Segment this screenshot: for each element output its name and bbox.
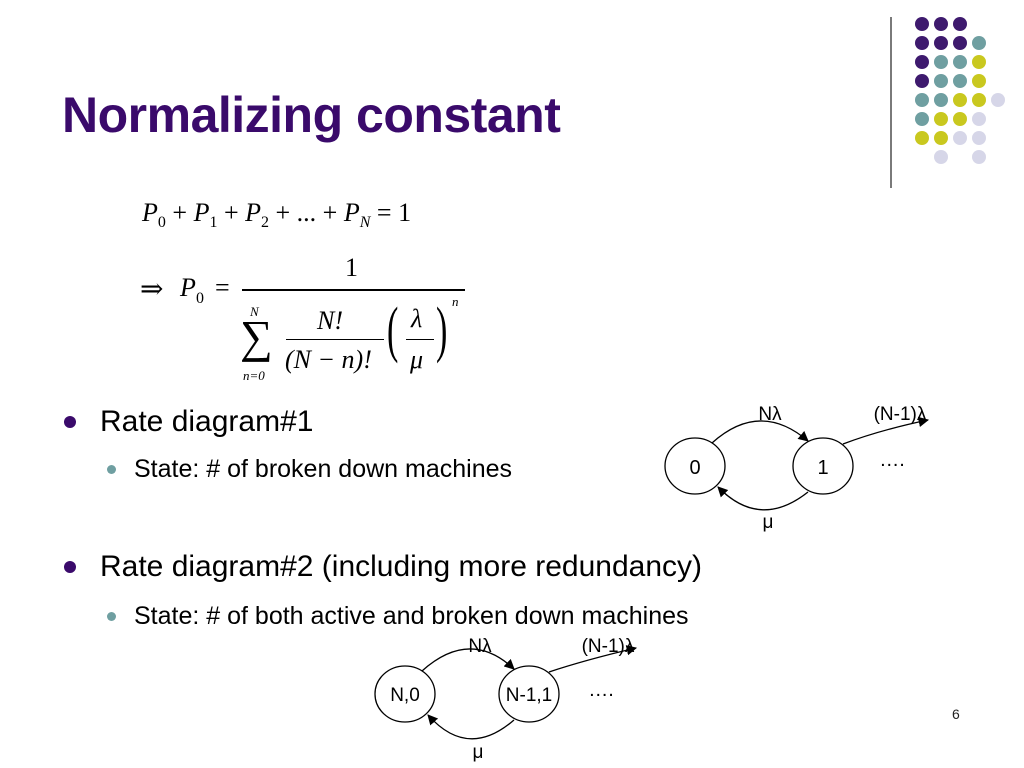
subbullet-state-broken: State: # of broken down machines bbox=[107, 455, 512, 484]
decor-dot bbox=[972, 112, 986, 126]
subbullet-marker bbox=[107, 465, 116, 474]
decor-dot bbox=[991, 93, 1005, 107]
decor-dot bbox=[953, 17, 967, 31]
decor-dot bbox=[972, 36, 986, 50]
p0-subscript: 0 bbox=[196, 290, 204, 307]
bullet-rate-diagram-1: Rate diagram#1 bbox=[64, 405, 313, 439]
decor-dot bbox=[934, 93, 948, 107]
decor-dot bbox=[934, 131, 948, 145]
decor-dot bbox=[972, 93, 986, 107]
rate-label-n-lambda: Nλ bbox=[758, 404, 782, 425]
decor-dot bbox=[972, 74, 986, 88]
state-label-n1-1: N-1,1 bbox=[506, 685, 552, 706]
state-label-n0: N,0 bbox=[390, 685, 420, 706]
decor-dot bbox=[953, 112, 967, 126]
rate-diagram-1: 0 1 Nλ (N-1)λ μ …. bbox=[664, 404, 930, 533]
bullet-marker bbox=[64, 561, 76, 573]
numerator-one: 1 bbox=[345, 253, 358, 282]
state-node-n0 bbox=[374, 665, 436, 723]
decor-dot bbox=[915, 74, 929, 88]
forward-arrow-2 bbox=[842, 416, 930, 445]
sum-upper-limit: N bbox=[250, 304, 259, 319]
decor-dot bbox=[915, 131, 929, 145]
factorial-numerator: N! bbox=[317, 306, 343, 335]
left-paren: ( bbox=[387, 296, 399, 364]
backward-arrow-1 bbox=[717, 486, 809, 511]
state-node-1 bbox=[792, 437, 854, 495]
decor-dot bbox=[915, 93, 929, 107]
summation-symbol: ∑ bbox=[240, 311, 273, 362]
lambda-mu-fraction-bar bbox=[406, 339, 434, 341]
state-node-n1-1 bbox=[498, 665, 560, 723]
bullet-marker bbox=[64, 416, 76, 428]
decor-dot bbox=[934, 55, 948, 69]
state-node-0 bbox=[664, 437, 726, 495]
rate-label-n-1-lambda: (N-1)λ bbox=[874, 404, 927, 425]
slide-title: Normalizing constant bbox=[62, 87, 561, 143]
decor-dot bbox=[915, 36, 929, 50]
decor-dot bbox=[972, 55, 986, 69]
decor-dot bbox=[934, 17, 948, 31]
forward-arrow-1 bbox=[711, 420, 809, 444]
inner-fraction-bar bbox=[286, 339, 384, 341]
page-number: 6 bbox=[952, 706, 960, 722]
rate-label-mu: μ bbox=[763, 512, 774, 533]
rate-label-n-lambda: Nλ bbox=[468, 636, 492, 657]
decor-dot bbox=[953, 55, 967, 69]
rate-diagram-2: N,0 N-1,1 Nλ (N-1)λ μ …. bbox=[374, 636, 638, 763]
subbullet-marker bbox=[107, 612, 116, 621]
sum-lower-limit: n=0 bbox=[243, 368, 265, 383]
continuation-ellipsis: …. bbox=[879, 449, 905, 471]
right-paren: ) bbox=[436, 296, 448, 364]
decor-dot bbox=[934, 150, 948, 164]
rate-label-n-1-lambda: (N-1)λ bbox=[582, 636, 635, 657]
forward-arrow-2 bbox=[548, 645, 638, 673]
forward-arrow-1 bbox=[421, 648, 515, 672]
exponent-n: n bbox=[452, 294, 459, 309]
decor-dot bbox=[953, 36, 967, 50]
decor-dot bbox=[953, 93, 967, 107]
decor-dot bbox=[915, 17, 929, 31]
decor-dot bbox=[915, 55, 929, 69]
state-label-0: 0 bbox=[689, 457, 700, 479]
decor-dot bbox=[953, 131, 967, 145]
continuation-ellipsis: …. bbox=[588, 679, 614, 701]
decor-dot bbox=[953, 74, 967, 88]
equals-symbol: = bbox=[215, 273, 230, 302]
implies-symbol: ⇒ bbox=[140, 274, 164, 305]
equation-sum-probabilities: P0 + P1 + P2 + ... + PN = 1 bbox=[142, 198, 412, 232]
decor-dot bbox=[915, 112, 929, 126]
main-fraction-bar bbox=[242, 289, 465, 291]
subbullet-state-active-broken: State: # of both active and broken down … bbox=[107, 602, 689, 631]
backward-arrow-1 bbox=[427, 714, 515, 740]
decorative-divider bbox=[890, 17, 892, 188]
decor-dot bbox=[934, 74, 948, 88]
factorial-denominator: (N − n)! bbox=[285, 345, 372, 374]
lambda-symbol: λ bbox=[411, 304, 423, 333]
mu-symbol: μ bbox=[410, 345, 424, 374]
decor-dot bbox=[934, 36, 948, 50]
decor-dot bbox=[972, 131, 986, 145]
decor-dot bbox=[934, 112, 948, 126]
rate-label-mu: μ bbox=[473, 742, 484, 763]
p0-symbol: P bbox=[180, 273, 196, 302]
state-label-1: 1 bbox=[817, 457, 828, 479]
bullet-rate-diagram-2: Rate diagram#2 (including more redundanc… bbox=[64, 550, 702, 584]
decor-dot bbox=[972, 150, 986, 164]
